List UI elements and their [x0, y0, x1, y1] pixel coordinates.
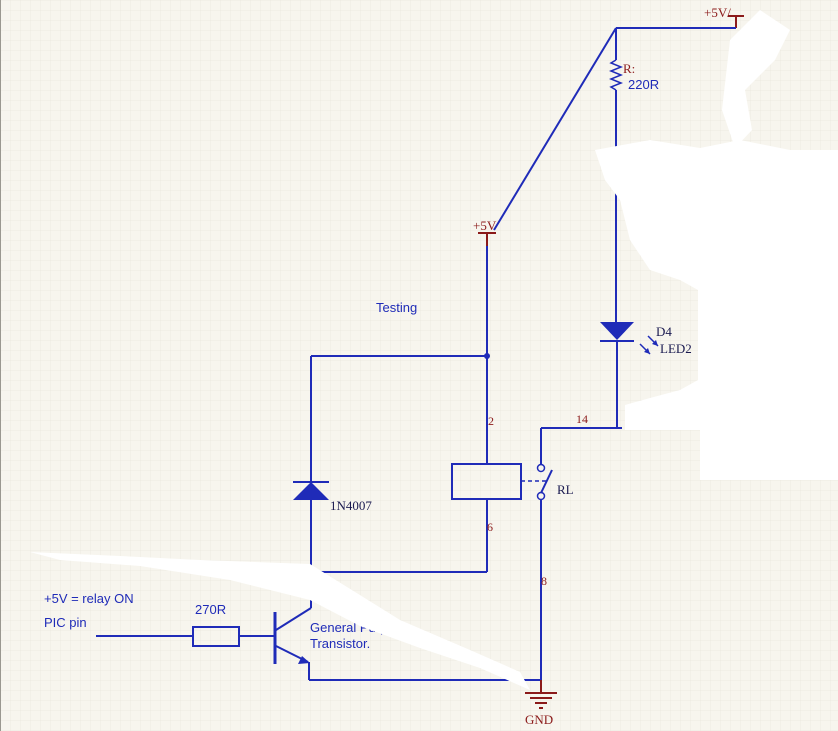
d4-ref-label: D4 [656, 324, 672, 339]
transistor-label-2: Transistor. [310, 636, 370, 651]
ground-symbol: GND [525, 680, 557, 727]
erased-overlays [30, 10, 838, 690]
wire-diagonal-link [493, 27, 617, 231]
vcc-mid-port: +5V [473, 218, 497, 246]
gnd-label: GND [525, 712, 553, 727]
diode-icon [293, 482, 329, 500]
pin14-label: 14 [576, 412, 588, 426]
r1-value-label: 220R [628, 77, 659, 92]
resistor-r1: R: 220R [608, 59, 659, 92]
pin2-label: 2 [488, 414, 494, 428]
d4-value-label: LED2 [660, 341, 692, 356]
led-icon [600, 322, 634, 340]
base-resistor-label: 270R [195, 602, 226, 617]
relay-switch-icon [540, 469, 553, 494]
diode-value-label: 1N4007 [330, 498, 372, 513]
diode-1n4007: 1N4007 [293, 481, 372, 513]
pin8-label: 8 [541, 574, 547, 588]
pic-pin-label: PIC pin [44, 615, 87, 630]
r1-ref-label: R: [623, 61, 635, 76]
vcc-mid-label: +5V [473, 218, 497, 233]
relay-ref-label: RL [557, 482, 574, 497]
vcc-top-label: +5V/ [704, 5, 731, 20]
relay-on-note: +5V = relay ON [44, 591, 134, 606]
testing-note: Testing [376, 300, 417, 315]
relay-switch: RL 8 [521, 428, 574, 680]
vcc-top-port: +5V/ [704, 5, 744, 28]
pin6-label: 6 [487, 520, 493, 534]
